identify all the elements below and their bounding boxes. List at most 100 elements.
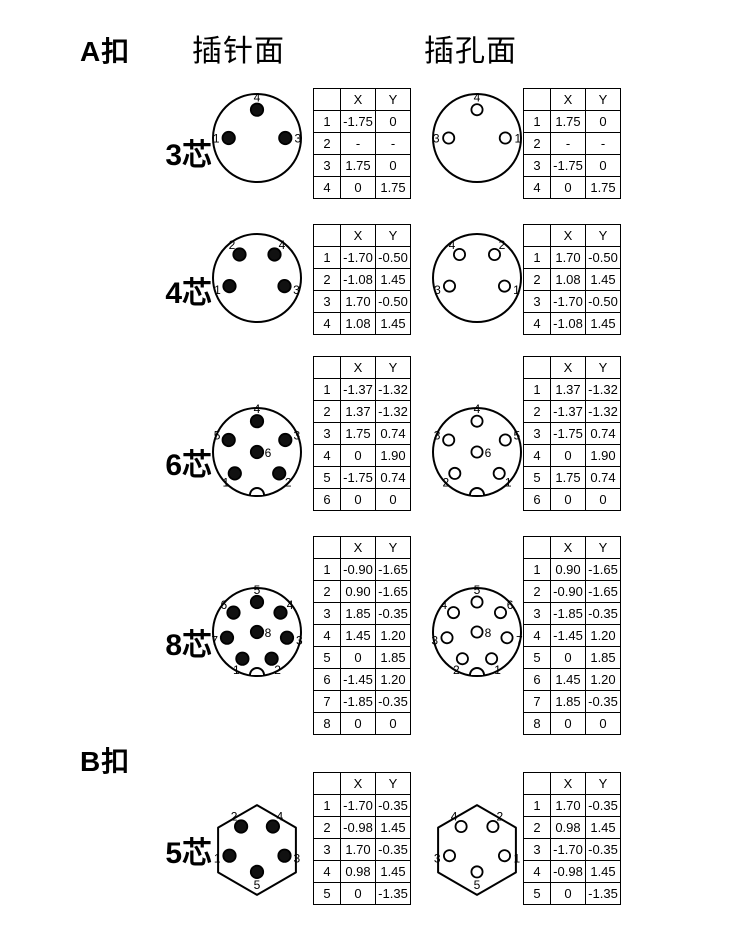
cell-index: 2 [313, 816, 341, 839]
table-row: 3-1.85-0.35 [523, 602, 621, 625]
svg-text:4: 4 [254, 402, 261, 416]
svg-text:2: 2 [497, 810, 504, 824]
cell-x: 0.98 [340, 860, 376, 883]
svg-text:3: 3 [431, 634, 438, 648]
cell-index: 4 [313, 312, 341, 335]
cell-x: 1.70 [340, 290, 376, 313]
cell-index: 1 [313, 246, 341, 269]
cell-index: 6 [523, 668, 551, 691]
table-row: 2-- [313, 132, 411, 155]
cell-y: -0.50 [375, 246, 411, 269]
svg-text:1: 1 [214, 283, 221, 297]
cell-x: -0.98 [550, 860, 586, 883]
cell-y: 1.45 [585, 268, 621, 291]
cell-x: 0.90 [550, 558, 586, 581]
cell-index: 6 [313, 668, 341, 691]
cell-x: 0 [340, 176, 376, 199]
cell-y: -1.65 [375, 558, 411, 581]
cell-x: 0 [340, 712, 376, 735]
cell-index: 4 [523, 444, 551, 467]
cell-x: 1.08 [550, 268, 586, 291]
header-y: Y [375, 224, 411, 247]
cell-y: 0 [585, 154, 621, 177]
svg-text:2: 2 [274, 663, 281, 677]
svg-text:7: 7 [516, 634, 523, 648]
cell-y: 1.45 [375, 268, 411, 291]
svg-text:4: 4 [287, 598, 294, 612]
group-b-heading: B扣 [80, 746, 131, 777]
cell-x: -1.75 [340, 466, 376, 489]
pin-face-heading: 插针面 [192, 35, 285, 68]
cell-index: 5 [313, 646, 341, 669]
cell-x: 1.37 [550, 378, 586, 401]
header-index [313, 88, 341, 111]
cell-y: -1.32 [375, 378, 411, 401]
svg-text:2: 2 [442, 476, 449, 490]
table-row: 1-0.90-1.65 [313, 558, 411, 581]
row-label: 5芯 [165, 837, 212, 870]
cell-y: -1.32 [585, 378, 621, 401]
cell-y: 1.75 [585, 176, 621, 199]
cell-index: 2 [523, 816, 551, 839]
cell-y: -0.35 [375, 690, 411, 713]
cell-x: -1.75 [550, 422, 586, 445]
cell-y: 1.45 [585, 312, 621, 335]
svg-text:4: 4 [279, 238, 286, 252]
cell-index: 3 [313, 422, 341, 445]
header-index [523, 536, 551, 559]
header-y: Y [585, 224, 621, 247]
cell-index: 7 [523, 690, 551, 713]
svg-text:6: 6 [485, 446, 492, 460]
cell-x: 1.45 [340, 624, 376, 647]
table-row: 7-1.85-0.35 [313, 690, 411, 713]
cell-index: 8 [523, 712, 551, 735]
svg-text:5: 5 [514, 429, 521, 443]
header-x: X [550, 88, 586, 111]
cell-y: -0.50 [585, 246, 621, 269]
svg-text:3: 3 [293, 283, 300, 297]
cell-y: -0.35 [585, 690, 621, 713]
cell-index: 4 [523, 312, 551, 335]
cell-y: -0.35 [585, 602, 621, 625]
header-index [523, 224, 551, 247]
table-row: 3-1.70-0.35 [523, 838, 621, 861]
cell-x: -1.37 [550, 400, 586, 423]
cell-x: 1.70 [340, 838, 376, 861]
cell-index: 3 [523, 602, 551, 625]
cell-x: -1.45 [550, 624, 586, 647]
cell-x: -0.98 [340, 816, 376, 839]
cell-y: -1.35 [375, 882, 411, 905]
svg-text:2: 2 [229, 238, 236, 252]
cell-y: 0.74 [375, 422, 411, 445]
header-index [523, 88, 551, 111]
cell-y: 1.45 [585, 860, 621, 883]
cell-y: 0.74 [585, 466, 621, 489]
svg-text:2: 2 [231, 810, 238, 824]
cell-y: -1.35 [585, 882, 621, 905]
svg-text:5: 5 [254, 583, 261, 597]
table-row: 2-- [523, 132, 621, 155]
cell-x: 1.75 [550, 466, 586, 489]
svg-text:1: 1 [513, 852, 520, 866]
